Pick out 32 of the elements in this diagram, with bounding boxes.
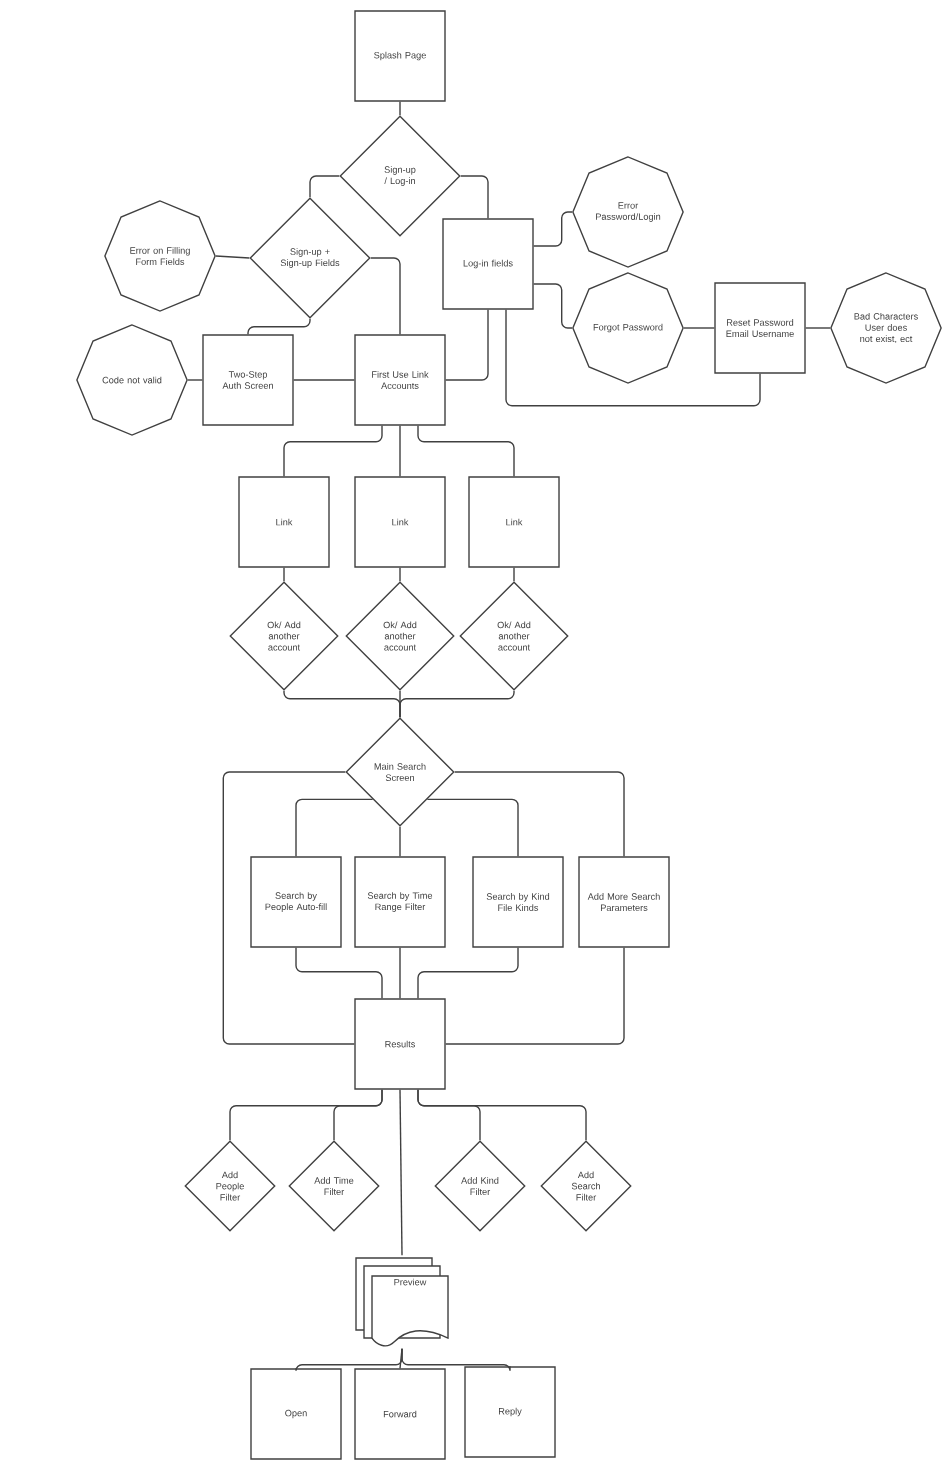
connector (805, 327, 831, 329)
connector (533, 211, 573, 247)
connector (370, 257, 401, 335)
connector (426, 798, 519, 857)
connector (295, 798, 374, 857)
connector (399, 690, 515, 718)
connector (215, 255, 250, 259)
connector (399, 826, 401, 857)
connector (187, 379, 203, 381)
connector (445, 947, 625, 1045)
connector (417, 425, 515, 477)
connector (401, 1348, 511, 1372)
connector (454, 771, 625, 857)
connector (293, 379, 355, 381)
connector (399, 947, 401, 999)
connector (399, 567, 401, 582)
connector (222, 771, 355, 1045)
connector (309, 175, 340, 198)
connector (513, 567, 515, 582)
connector (247, 318, 311, 335)
connector (399, 101, 401, 116)
connector (460, 175, 489, 219)
connector (399, 425, 401, 477)
connector (283, 425, 383, 477)
connector (417, 1089, 587, 1141)
connector (505, 309, 761, 407)
connector (533, 283, 573, 329)
connector (683, 327, 715, 329)
connector (445, 309, 489, 381)
connector (283, 567, 285, 582)
connector (399, 1089, 403, 1256)
connector (333, 1089, 383, 1141)
